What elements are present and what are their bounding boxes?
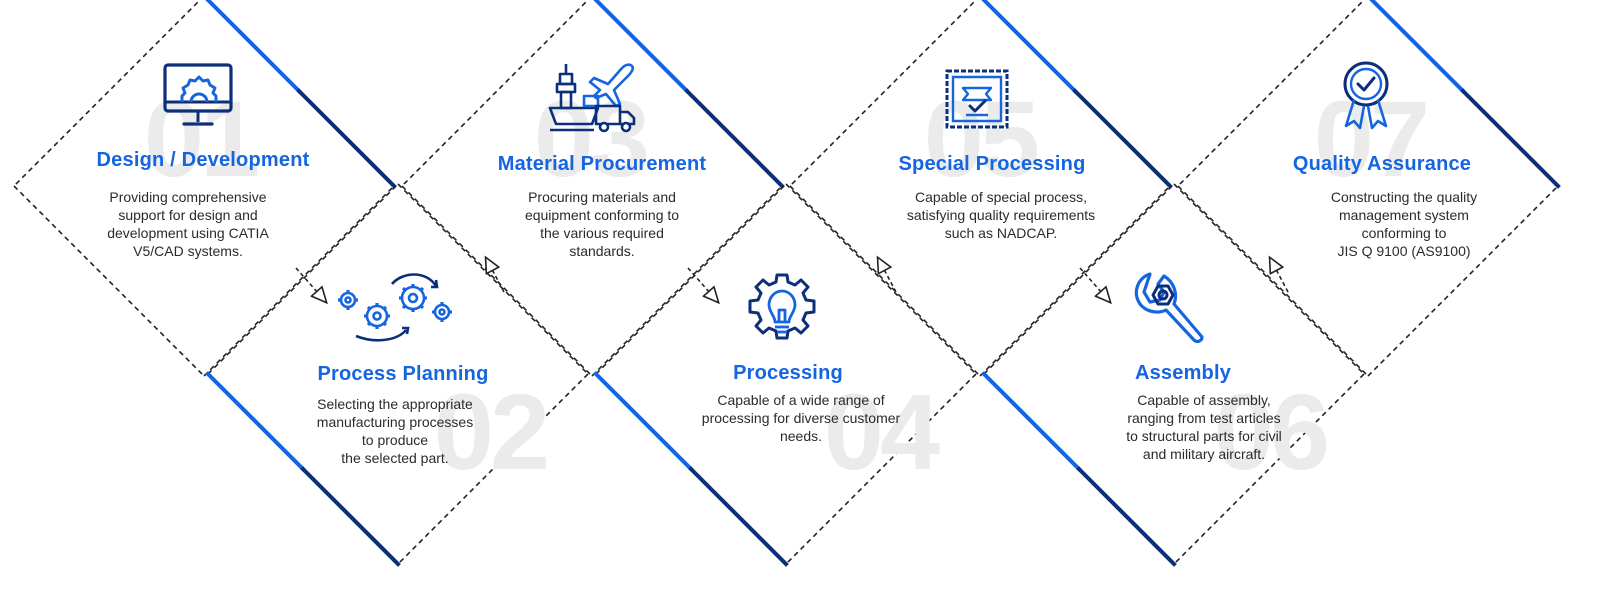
frame-edge-accent-dark xyxy=(296,88,397,189)
step-title-quality-assurance: Quality Assurance xyxy=(1292,153,1472,175)
connector-arrow-3 xyxy=(687,267,718,302)
gear-bulb-icon xyxy=(744,272,820,346)
step-title-material-procurement: Material Procurement xyxy=(497,153,707,175)
frame-edge-accent xyxy=(981,0,1078,94)
diamond-frame-3 xyxy=(401,0,785,377)
step-desc-special-processing: Capable of special process, satisfying q… xyxy=(906,189,1096,241)
frame-edge-accent xyxy=(1369,0,1466,94)
frame-edge-accent-dark xyxy=(688,466,789,567)
diamond-frame-1 xyxy=(13,0,397,377)
logistics-icon xyxy=(548,58,638,134)
connector-arrow-5 xyxy=(1079,267,1110,302)
frame-edge-accent xyxy=(981,371,1082,472)
gears-cycle-icon xyxy=(336,268,458,344)
frame-edge-accent-dark xyxy=(684,88,785,189)
connector-arrow-1 xyxy=(295,267,326,302)
step-number-07: 07 xyxy=(1313,78,1430,199)
step-desc-process-planning: Selecting the appropriate manufacturing … xyxy=(316,396,474,466)
frame-edge-accent-dark xyxy=(1460,88,1561,189)
step-desc-quality-assurance: Constructing the quality management syst… xyxy=(1330,189,1478,259)
certificate-icon xyxy=(944,68,1010,130)
diamond-frame-2 xyxy=(205,183,589,567)
frame-edge-accent-dark xyxy=(1076,466,1177,567)
step-desc-processing: Capable of a wide range of processing fo… xyxy=(701,392,901,444)
step-number-02: 02 xyxy=(433,371,550,492)
step-title-special-processing: Special Processing xyxy=(898,153,1086,175)
diamond-frame-4 xyxy=(593,183,977,567)
step-title-process-planning: Process Planning xyxy=(317,363,489,385)
step-title-design: Design / Development xyxy=(96,149,310,171)
step-desc-assembly: Capable of assembly, ranging from test a… xyxy=(1126,392,1282,462)
frame-edge-accent-dark xyxy=(300,466,401,567)
monitor-gear-icon xyxy=(162,62,234,130)
connector-arrow-6 xyxy=(1270,258,1289,293)
step-title-assembly: Assembly xyxy=(1134,362,1232,384)
step-number-03: 03 xyxy=(533,78,650,199)
diamond-frame-6 xyxy=(981,183,1365,567)
diamond-frame-5 xyxy=(789,0,1173,377)
frame-edge-accent-dark xyxy=(1072,88,1173,189)
award-badge-icon xyxy=(1340,60,1392,132)
frame-edge-accent xyxy=(593,0,690,94)
connector-arrow-4 xyxy=(878,258,897,293)
step-number-04: 04 xyxy=(823,371,940,492)
step-number-06: 06 xyxy=(1213,371,1330,492)
step-desc-design: Providing comprehensive support for desi… xyxy=(107,189,269,259)
wrench-nut-icon xyxy=(1132,270,1206,346)
step-desc-material-procurement: Procuring materials and equipment confor… xyxy=(524,189,680,259)
frame-edge-accent xyxy=(205,0,302,94)
frame-edge-accent xyxy=(205,371,306,472)
frame-edge-accent xyxy=(593,371,694,472)
diamond-frame-7 xyxy=(1177,0,1561,377)
step-title-processing: Processing xyxy=(733,362,843,384)
